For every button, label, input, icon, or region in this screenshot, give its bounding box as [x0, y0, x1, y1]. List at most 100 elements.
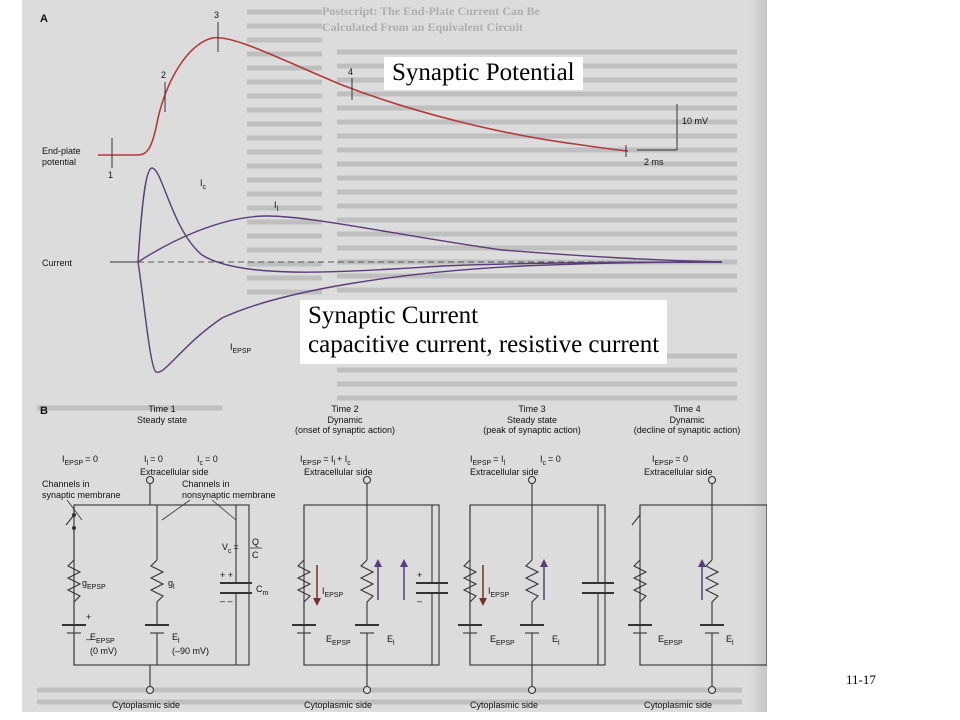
synaptic-current-caption: Synaptic Current capacitive current, res…: [300, 300, 668, 364]
marker-4: 4: [348, 67, 353, 77]
il-label: Il: [274, 200, 279, 213]
arrowhead-t3-il: [540, 559, 548, 567]
arrowhead-t3-iepsp: [479, 598, 487, 606]
arrowhead-t2-il: [374, 559, 382, 567]
synaptic-current-subtitle: capacitive current, resistive current: [308, 330, 660, 358]
scale-ms: 2 ms: [644, 157, 664, 167]
marker-1: 1: [108, 170, 113, 180]
cm-label: Cm: [256, 584, 269, 597]
svg-text:Steady state: Steady state: [137, 415, 187, 425]
eq-t3-a: IEPSP= Il: [470, 454, 505, 467]
e-l-label: El: [172, 632, 180, 645]
circuit-time-1: [62, 475, 252, 695]
bg-heading-2: Calculated From an Equivalent Circuit: [322, 20, 523, 34]
eq-t1-ic: Ic= 0: [197, 454, 218, 467]
t3-iepsp-label: IEPSP: [488, 586, 510, 599]
panel-a-letter: A: [40, 13, 48, 25]
channels-nonsynaptic-label-2: nonsynaptic membrane: [182, 490, 276, 500]
current-label: Current: [42, 258, 73, 268]
channels-synaptic-label-2: synaptic membrane: [42, 490, 121, 500]
circuit-time-4: [628, 475, 767, 695]
arrowhead-t2-ic: [400, 559, 408, 567]
scale-mv: 10 mV: [682, 116, 708, 126]
vc-c: C: [252, 550, 259, 560]
synaptic-current-title: Synaptic Current: [308, 302, 479, 329]
svg-text:Time 2: Time 2: [331, 404, 358, 414]
marker-3: 3: [214, 10, 219, 20]
eq-t3-b: Ic= 0: [540, 454, 561, 467]
slide-number: 11-17: [846, 672, 876, 687]
bg-heading-1: Postscript: The End-Plate Current Can Be: [322, 4, 540, 18]
t3-cytoplasmic: Cytoplasmic side: [470, 700, 538, 710]
ic-label: Ic: [200, 178, 207, 191]
synaptic-potential-title: Synaptic Potential: [384, 57, 583, 90]
time-2-header: Time 2 Dynamic (onset of synaptic action…: [295, 404, 395, 435]
t2-extracellular: Extracellular side: [304, 467, 373, 477]
ic-trace: [137, 167, 723, 273]
t2-cytoplasmic: Cytoplasmic side: [304, 700, 372, 710]
t1-extracellular: Extracellular side: [140, 467, 209, 477]
t4-cytoplasmic: Cytoplasmic side: [644, 700, 712, 710]
svg-text:(decline of synaptic action): (decline of synaptic action): [634, 425, 741, 435]
circuit-time-3: [458, 475, 614, 695]
cap-plus-t2: +: [417, 570, 422, 580]
eq-t1-il: Il= 0: [144, 454, 163, 467]
arrowhead-t4-il: [698, 559, 706, 567]
t3-extracellular: Extracellular side: [470, 467, 539, 477]
svg-text:(peak of synaptic action): (peak of synaptic action): [483, 425, 581, 435]
vc-label: Vc=: [222, 542, 239, 555]
time-3-header: Time 3 Steady state (peak of synaptic ac…: [483, 404, 581, 435]
time-1-header: Time 1 Steady state: [137, 404, 187, 425]
t4-extracellular: Extracellular side: [644, 467, 713, 477]
page-edge-shadow: [750, 0, 767, 712]
iepsp-trace: [137, 261, 723, 373]
epsp-battery-minus: –: [86, 634, 91, 644]
vc-q: Q: [252, 537, 259, 547]
t2-e-l: El: [387, 634, 395, 647]
svg-text:Time 3: Time 3: [518, 404, 545, 414]
t3-e-l: El: [552, 634, 560, 647]
e-l-value: (–90 mV): [172, 646, 209, 656]
e-epsp-value: (0 mV): [90, 646, 117, 656]
panel-b-letter: B: [40, 405, 48, 417]
endplate-potential-trace: [98, 36, 629, 156]
arrowhead-t2-iepsp: [313, 598, 321, 606]
eq-t4: IEPSP= 0: [652, 454, 688, 467]
endplate-label-2: potential: [42, 157, 76, 167]
t2-e-epsp: EEPSP: [326, 634, 351, 647]
endplate-label-1: End-plate: [42, 146, 81, 156]
t3-e-epsp: EEPSP: [490, 634, 515, 647]
svg-text:Time 1: Time 1: [148, 404, 175, 414]
leader-nonsynaptic-2: [211, 499, 237, 521]
svg-text:Time 4: Time 4: [673, 404, 700, 414]
il-trace: [137, 215, 723, 263]
cap-plus-t1: + +: [220, 570, 233, 580]
t4-e-epsp: EEPSP: [658, 634, 683, 647]
switch-dot-t1: [72, 513, 76, 517]
t4-e-l: El: [726, 634, 734, 647]
svg-text:Dynamic: Dynamic: [669, 415, 705, 425]
cap-minus-t1: – –: [220, 596, 233, 606]
switch-dot-t1b: [72, 526, 76, 530]
svg-text:Steady state: Steady state: [507, 415, 557, 425]
t2-iepsp-label: IEPSP: [322, 586, 344, 599]
time-4-header: Time 4 Dynamic (decline of synaptic acti…: [634, 404, 741, 435]
eq-t1-iepsp: IEPSP= 0: [62, 454, 98, 467]
g-epsp-label: gEPSP: [82, 578, 106, 591]
cap-minus-t2: –: [417, 596, 422, 606]
channels-synaptic-label-1: Channels in: [42, 479, 90, 489]
t1-cytoplasmic: Cytoplasmic side: [112, 700, 180, 710]
figure-svg: A 1 2 3 4 End-plate potential 10 mV 2 ms…: [37, 9, 767, 710]
circuit-time-2: [292, 475, 448, 695]
iepsp-label: IEPSP: [230, 342, 252, 355]
svg-text:Dynamic: Dynamic: [327, 415, 363, 425]
epsp-battery-plus: +: [86, 612, 91, 622]
channels-nonsynaptic-label-1: Channels in: [182, 479, 230, 489]
e-epsp-label: EEPSP: [90, 632, 115, 645]
eq-t2: IEPSP= Il+ Ic: [300, 454, 351, 467]
svg-text:(onset of synaptic action): (onset of synaptic action): [295, 425, 395, 435]
leader-nonsynaptic-1: [161, 499, 191, 521]
marker-2: 2: [161, 70, 166, 80]
g-l-label: gl: [168, 578, 175, 591]
